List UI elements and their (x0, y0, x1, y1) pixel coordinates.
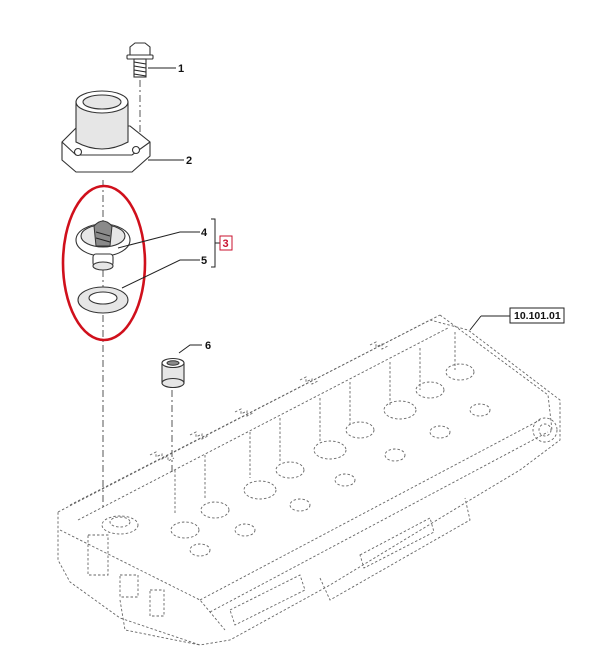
thermostat-part[interactable] (75, 220, 131, 271)
seal-ring-part[interactable] (77, 286, 129, 314)
bracket-line (211, 218, 216, 268)
callout-1[interactable]: 1 (178, 63, 184, 75)
thermostat-housing-part[interactable] (61, 90, 151, 173)
reference-box (509, 307, 565, 324)
highlight-circle (61, 184, 147, 342)
bolt-part[interactable] (126, 42, 154, 78)
callout-3[interactable]: 3 (223, 238, 229, 250)
leader-line (469, 315, 482, 331)
cylinder-head-outline (57, 314, 561, 646)
sleeve-part[interactable] (161, 357, 185, 389)
callout-6[interactable]: 6 (205, 340, 211, 352)
leader-line (178, 344, 202, 354)
reference-label[interactable]: 10.101.01 (514, 310, 561, 322)
leader-line (121, 259, 200, 289)
callout-2[interactable]: 2 (186, 155, 192, 167)
callout-5[interactable]: 5 (201, 255, 207, 267)
leader-line (117, 231, 200, 249)
callout-4[interactable]: 4 (201, 227, 208, 239)
callout-3-box (219, 235, 233, 251)
